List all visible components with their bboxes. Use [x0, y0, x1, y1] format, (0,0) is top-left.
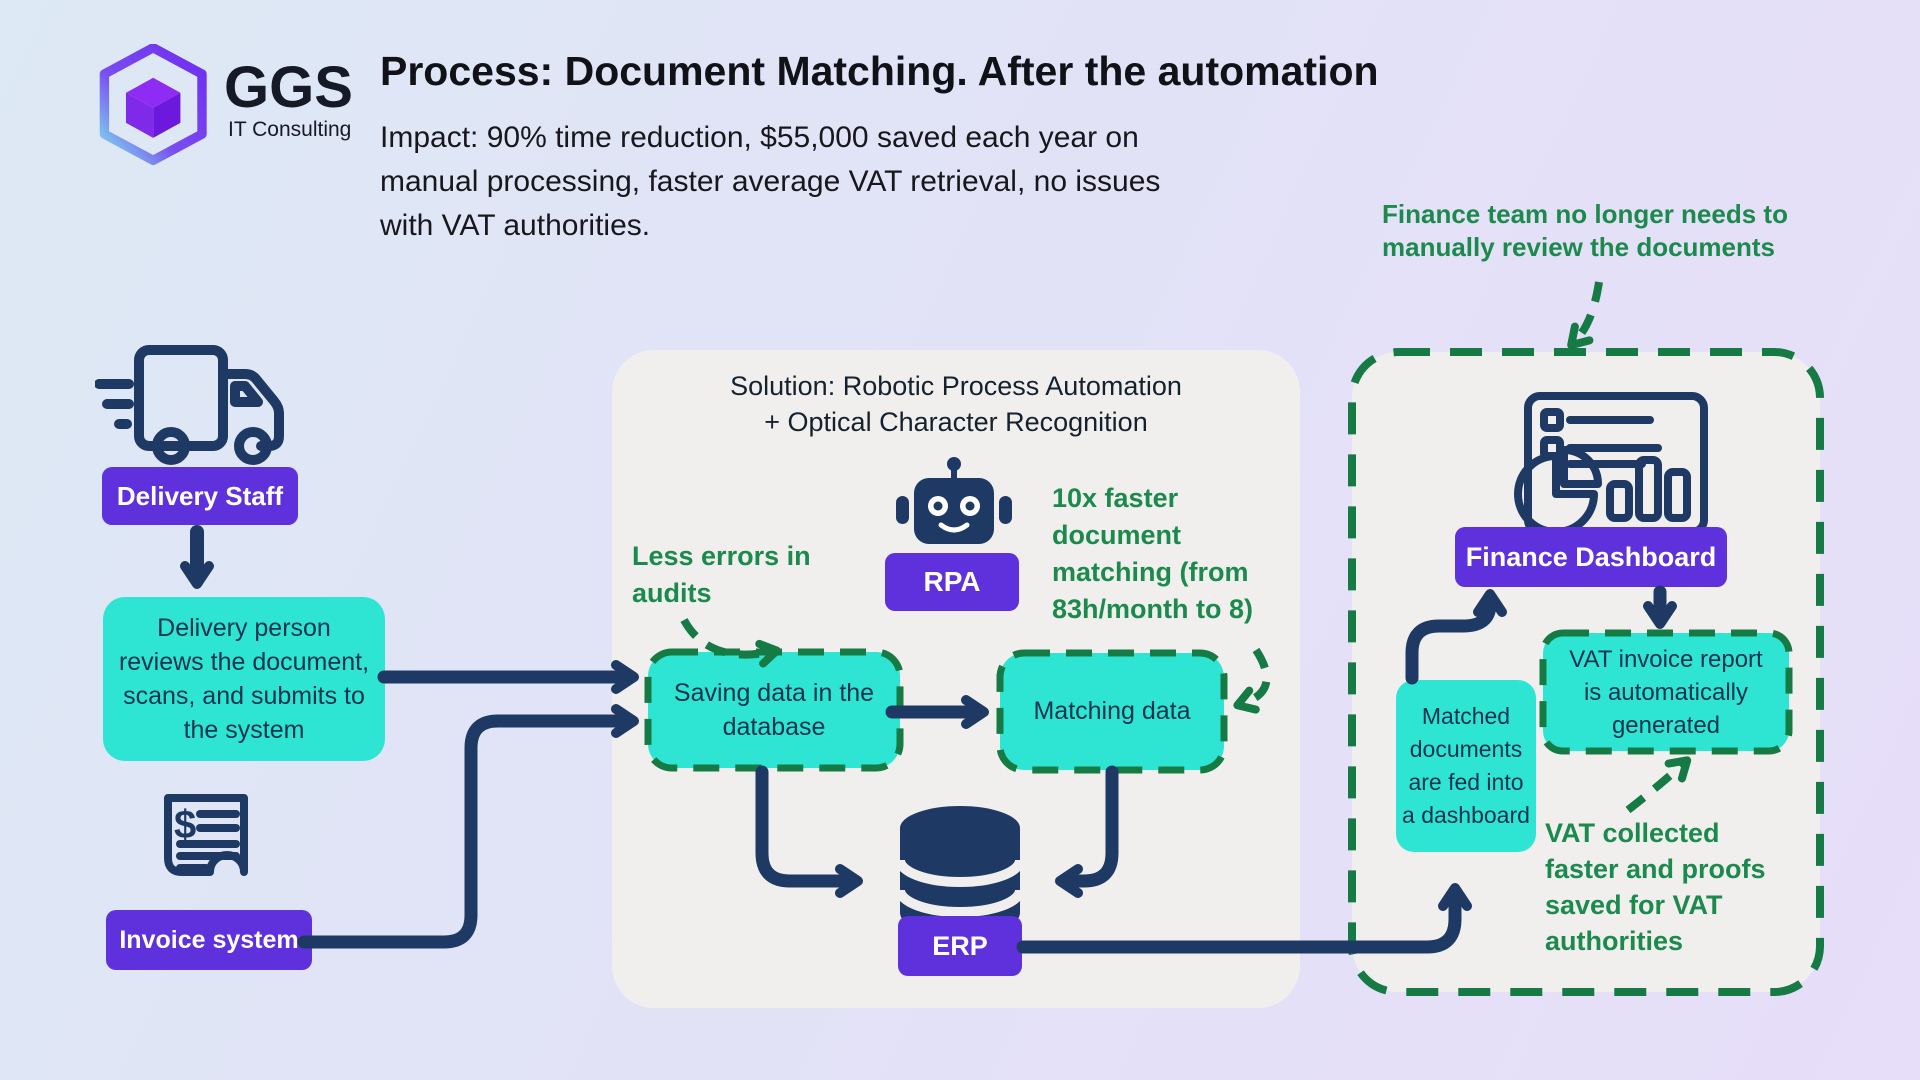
matching-data-box: Matching data: [1000, 653, 1224, 770]
arrow-finance-team-note: [1567, 281, 1603, 350]
less-errors-note: Less errors in audits: [632, 541, 811, 608]
vat-collected-note: VAT collected faster and proofs saved fo…: [1545, 818, 1766, 956]
invoice-system-badge: Invoice system: [106, 910, 312, 970]
solution-heading: Solution: Robotic Process Automation + O…: [730, 371, 1182, 437]
svg-text:$: $: [174, 803, 196, 847]
delivery-truck-icon: [95, 345, 284, 465]
impact-text: Impact: 90% time reduction, $55,000 save…: [380, 121, 1161, 242]
finance-dashboard-icon: [1514, 392, 1708, 536]
rpa-badge: RPA: [885, 553, 1019, 611]
matched-documents-box: Matched documents are fed into a dashboa…: [1396, 680, 1536, 852]
ggs-logo-icon: [99, 44, 207, 166]
rpa-robot-icon: [896, 457, 1012, 544]
delivery-person-box: Delivery person reviews the document, sc…: [103, 597, 385, 761]
brand-tagline: IT Consulting: [228, 118, 352, 141]
invoice-icon: $: [164, 794, 248, 876]
brand-name: GGS: [224, 55, 353, 120]
faster-matching-note: 10x faster document matching (from 83h/m…: [1052, 483, 1253, 624]
saving-data-box: Saving data in the database: [648, 652, 900, 768]
delivery-staff-badge: Delivery Staff: [102, 467, 298, 525]
finance-dashboard-badge: Finance Dashboard: [1455, 527, 1727, 587]
page-title: Process: Document Matching. After the au…: [380, 48, 1379, 94]
erp-database-icon: [895, 806, 1025, 935]
vat-report-box: VAT invoice report is automatically gene…: [1543, 633, 1789, 751]
erp-badge: ERP: [898, 916, 1022, 976]
finance-team-note: Finance team no longer needs to manually…: [1382, 199, 1788, 262]
